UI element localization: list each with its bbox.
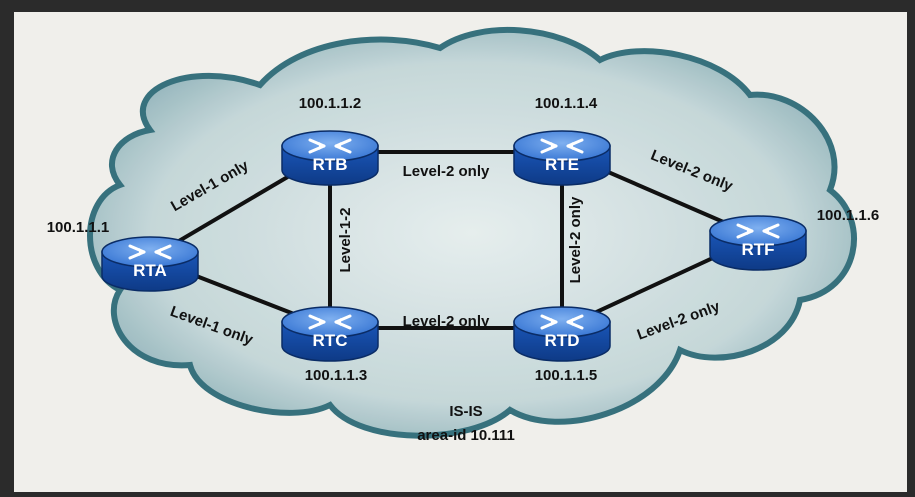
router-name-rtf: RTF	[741, 240, 774, 259]
router-name-rte: RTE	[545, 155, 579, 174]
isis-cloud	[87, 26, 857, 439]
link-label-rte-rtd: Level-2 only	[567, 196, 584, 283]
router-rtd[interactable]: RTD	[513, 306, 611, 362]
area-id-label: area-id 10.111	[417, 427, 515, 444]
router-icon	[540, 314, 584, 330]
router-name-rta: RTA	[133, 261, 167, 280]
router-icon	[308, 314, 352, 330]
router-ip-rta: 100.1.1.1	[47, 219, 110, 236]
router-ip-rtd: 100.1.1.5	[535, 367, 598, 384]
link-label-rtb-rte: Level-2 only	[403, 163, 490, 180]
router-ip-rtb: 100.1.1.2	[299, 95, 362, 112]
router-rte[interactable]: RTE	[513, 130, 611, 186]
router-ip-rtf: 100.1.1.6	[817, 207, 880, 224]
router-icon	[128, 244, 172, 260]
router-name-rtb: RTB	[313, 155, 348, 174]
router-rta[interactable]: RTA	[101, 236, 199, 292]
routers-layer: RTA 100.1.1.1 RTB 100.1.1.2 RTC 100.1.1.3	[47, 95, 880, 384]
router-name-rtd: RTD	[545, 331, 580, 350]
link-label-rtc-rtd: Level-2 only	[403, 313, 490, 330]
router-ip-rtc: 100.1.1.3	[305, 367, 368, 384]
protocol-label: IS-IS	[449, 403, 482, 420]
router-ip-rte: 100.1.1.4	[535, 95, 598, 112]
router-name-rtc: RTC	[313, 331, 348, 350]
router-icon	[308, 138, 352, 154]
router-rtc[interactable]: RTC	[281, 306, 379, 362]
router-icon	[540, 138, 584, 154]
router-icon	[736, 223, 780, 239]
router-rtb[interactable]: RTB	[281, 130, 379, 186]
router-rtf[interactable]: RTF	[709, 215, 807, 271]
link-label-rtb-rtc: Level-1-2	[337, 207, 354, 272]
